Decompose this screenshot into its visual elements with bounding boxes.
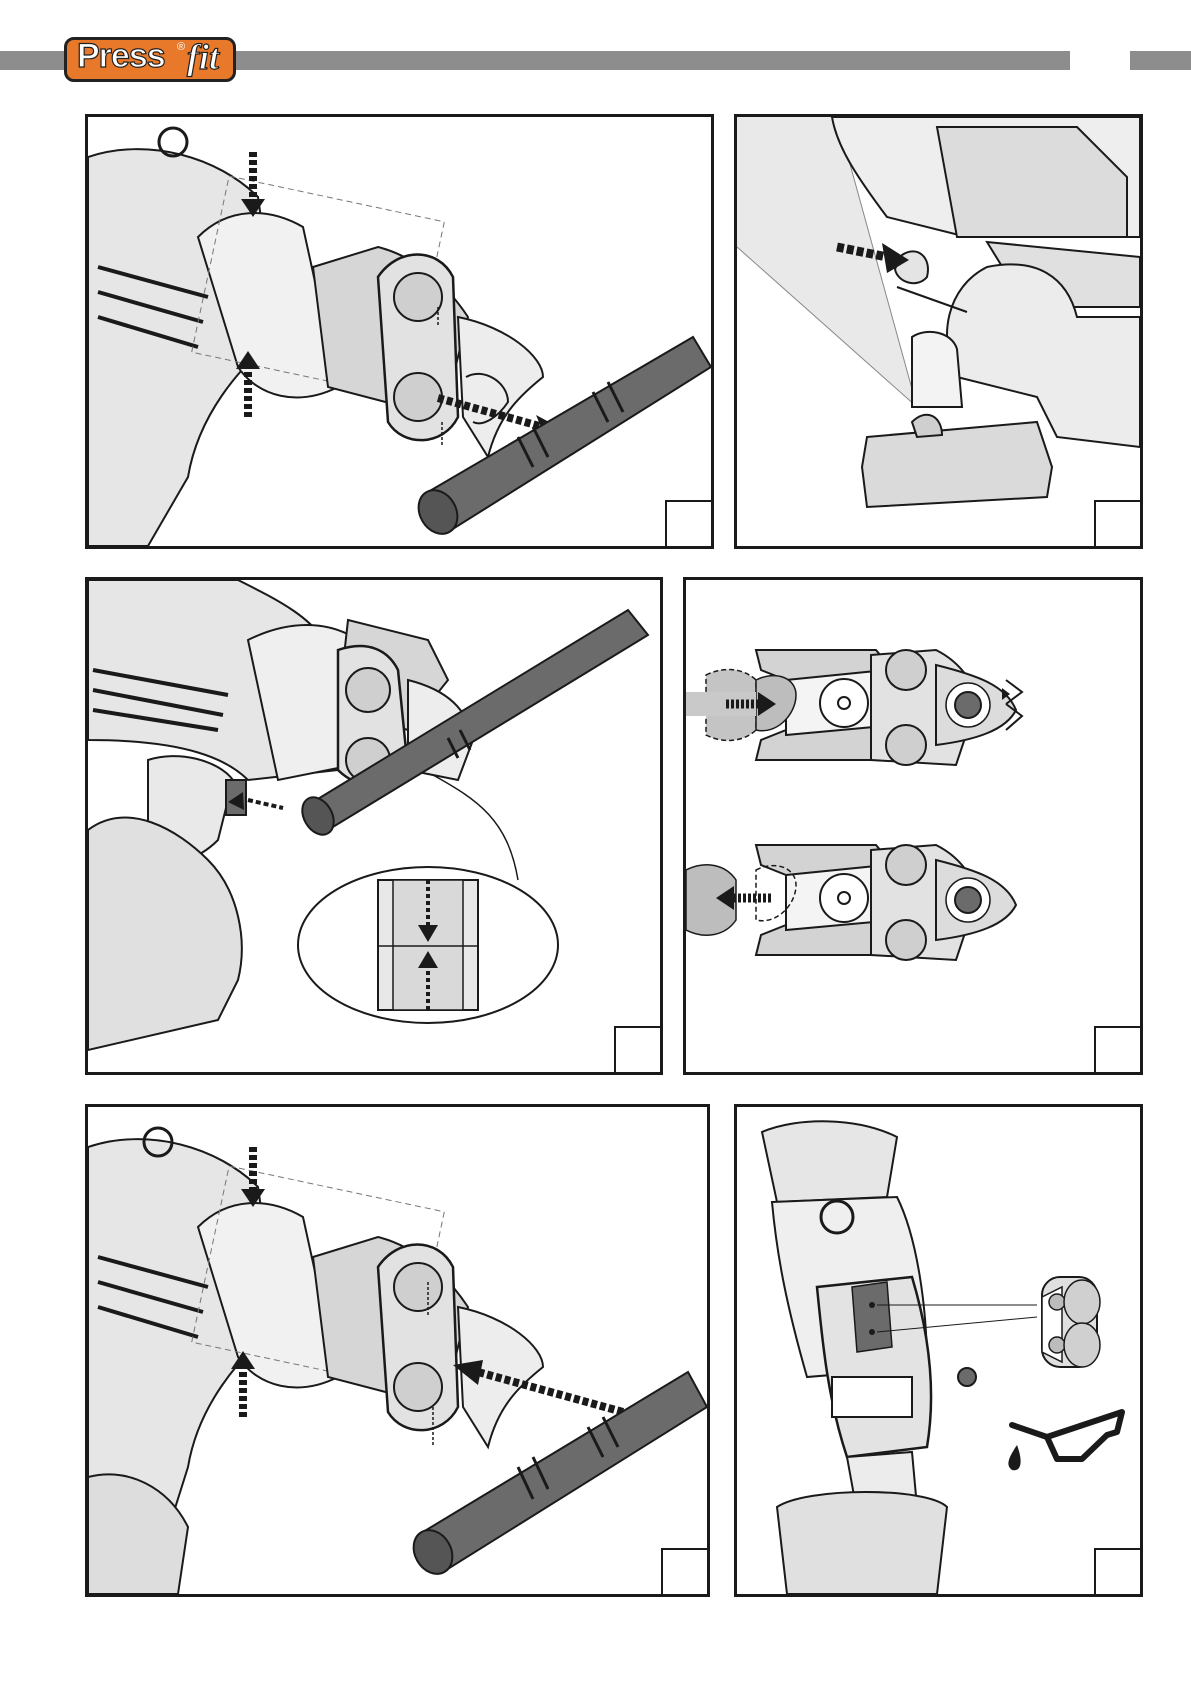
figure-panel-1 [85,114,714,549]
figure-1-illustration [88,117,711,546]
header-bar-right [1130,51,1191,70]
roller-detail [1042,1277,1100,1367]
figure-number-box-1 [665,500,711,546]
jaw-top [686,650,1022,765]
figure-panel-6 [734,1104,1143,1597]
figure-6-illustration [737,1107,1140,1594]
header-bar-left [0,51,64,70]
pipe-section [955,887,981,913]
figure-panel-5 [85,1104,710,1597]
figure-panel-2 [734,114,1143,549]
figure-number-box-6 [1094,1548,1140,1594]
figure-2-illustration [737,117,1140,546]
figure-number-box-4 [1094,1026,1140,1072]
logo-text-fit: fit [187,36,219,78]
oil-can-icon [1008,1412,1122,1470]
logo-text-press: Press [77,37,165,76]
figure-number-box-3 [614,1026,660,1072]
pressfit-logo: Press ® fit [64,37,236,82]
figure-3-illustration [88,580,660,1072]
logo-registered-mark: ® [177,41,185,53]
jaw-bottom [686,845,1016,960]
figure-panel-4 [683,577,1143,1075]
figure-5-illustration [88,1107,707,1594]
battery-pack [862,422,1052,507]
figure-panel-3 [85,577,663,1075]
figure-number-box-5 [661,1548,707,1594]
header-bar-main [236,51,1070,70]
pipe-section [955,692,981,718]
figure-4-illustration [686,580,1140,1072]
figure-number-box-2 [1094,500,1140,546]
